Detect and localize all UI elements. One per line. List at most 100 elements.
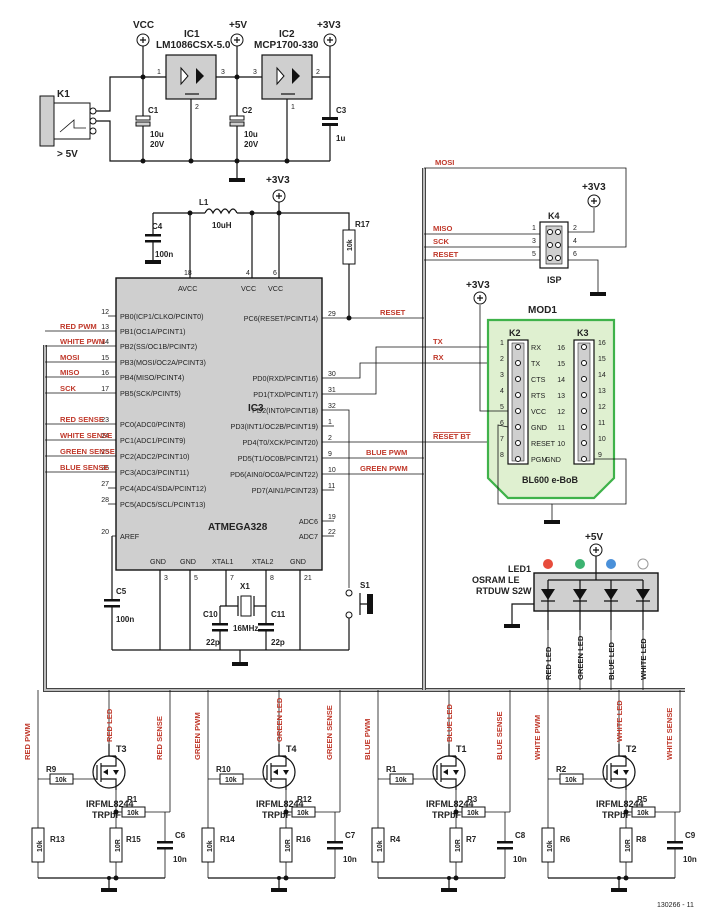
net-miso-isp: MISO <box>433 224 453 233</box>
ic3-bot-name-0: GND <box>150 557 166 566</box>
ic3-left-num-4: 16 <box>101 370 109 377</box>
driver-0-t: T3 <box>116 744 127 754</box>
ic2-pin-out: 2 <box>316 69 320 76</box>
k2-num-6: 6 <box>500 420 504 427</box>
led-dot-white <box>637 558 649 570</box>
signal-buses <box>43 168 685 692</box>
net-sck-left: SCK <box>60 384 77 393</box>
ic2-regulator: IC2 MCP1700-330 3 2 1 <box>253 29 320 161</box>
ic3-bot-name-2: XTAL1 <box>212 557 233 566</box>
ic3-left-name-0: PB0(ICP1/CLKO/PCINT0) <box>120 312 203 321</box>
k2-num-5: 5 <box>500 404 504 411</box>
ic3-left-name-10: PC4(ADC4/SDA/PCINT12) <box>120 484 206 493</box>
k3-num-14: 14 <box>557 377 565 384</box>
k3-num-16: 16 <box>557 345 565 352</box>
ic3-right-name-10: ADC7 <box>299 532 318 541</box>
k2-name-8: PGM <box>531 455 547 464</box>
driver-1-cv: 10n <box>343 855 357 864</box>
k2-name-2: TX <box>531 359 540 368</box>
c4-capacitor: C4 100n <box>145 213 173 264</box>
ic3-right-num-6: 9 <box>328 451 332 458</box>
figure-number: 130266 - 11 <box>657 902 694 909</box>
net-blue-sense: BLUE SENSE <box>60 463 109 472</box>
k3-ext-13: 13 <box>598 388 606 395</box>
k4-pin-4: 4 <box>573 238 577 245</box>
led1-ref: LED1 <box>508 564 531 574</box>
driver-2-part1: IRFML8244 <box>426 799 474 809</box>
driver-3-t: T2 <box>626 744 637 754</box>
ic3-ref: IC3 <box>248 403 264 414</box>
driver-2-rg: R1 <box>386 765 397 774</box>
ic3-left-num-9: 26 <box>101 465 109 472</box>
driver-0-rsv: 10k <box>127 810 139 817</box>
left-net-labels: RED PWM WHITE PWM MOSI MISO SCK RED SENS… <box>60 322 115 472</box>
p3v3-label-mod: +3V3 <box>466 280 490 291</box>
ic3-right-num-0: 29 <box>328 311 336 318</box>
driver-0-rgv: 10k <box>55 777 67 784</box>
c2-val2: 20V <box>244 140 259 149</box>
driver-3-c: C9 <box>685 831 696 840</box>
ic1-pin-gnd: 2 <box>195 104 199 111</box>
ic2-pin-gnd: 1 <box>291 104 295 111</box>
mcu-section: +3V3 L1 10uH C4 100n R17 10k <box>45 175 504 666</box>
driver-0-rb: R13 <box>50 835 65 844</box>
driver-1-pwm: GREEN PWM <box>193 712 202 760</box>
k4-pin-1: 1 <box>532 225 536 232</box>
mod1-name: BL600 e-BoB <box>522 475 579 485</box>
ic3-left-num-10: 27 <box>101 481 109 488</box>
ic3-right-num-9: 19 <box>328 514 336 521</box>
ic3-right-name-0: PC6(RESET/PCINT14) <box>244 314 318 323</box>
ic3-right-name-6: PD5(T1/OC0B/PCINT21) <box>238 454 318 463</box>
c1-val2: 20V <box>150 140 165 149</box>
led-dot-green <box>575 559 585 569</box>
ic3-bot-num-3: 8 <box>270 575 274 582</box>
ic3-top-num-2: 6 <box>273 270 277 277</box>
driver-2-rgv: 10k <box>395 777 407 784</box>
p5v-label-led: +5V <box>585 532 603 543</box>
k3-num-10: 10 <box>557 441 565 448</box>
c5-val: 100n <box>116 615 134 624</box>
ic3-part: ATMEGA328 <box>208 522 268 533</box>
ic3-bot-name-1: GND <box>180 557 196 566</box>
net-blue-pwm: BLUE PWM <box>366 448 407 457</box>
c1-val1: 10u <box>150 130 164 139</box>
driver-2-cv: 10n <box>513 855 527 864</box>
driver-1-rb: R14 <box>220 835 235 844</box>
k1-ref: K1 <box>57 89 70 100</box>
ic3-bot-num-0: 3 <box>164 575 168 582</box>
c2-capacitor: C2 10u 20V <box>229 77 259 161</box>
driver-0-c: C6 <box>175 831 186 840</box>
power-supply-section: K1 > 5V VCC C1 10u 20V IC1 L <box>39 20 347 182</box>
l1-val: 10uH <box>212 221 232 230</box>
ic3-right-name-8: PD7(AIN1/PCINT23) <box>252 486 318 495</box>
ic3-right-num-7: 10 <box>328 467 336 474</box>
led-diodes <box>541 580 650 612</box>
ic1-pin-in: 1 <box>157 69 161 76</box>
net-tx: TX <box>433 337 443 346</box>
k2-num-1: 1 <box>500 340 504 347</box>
ic3-left-name-11: PC5(ADC5/SCL/PCINT13) <box>120 500 205 509</box>
ic3-right-num-5: 2 <box>328 435 332 442</box>
ic3-left-num-11: 28 <box>101 497 109 504</box>
net-reset-mcu: RESET <box>380 308 406 317</box>
net-mosi-isp: MOSI <box>435 158 454 167</box>
driver-1-t: T4 <box>286 744 297 754</box>
ic3-top-num-0: 18 <box>184 270 192 277</box>
led1-part1: OSRAM LE <box>472 575 520 585</box>
x1-val: 16MHz <box>233 624 258 633</box>
ic3-right-name-3: PD2(INT0/PCINT18) <box>252 406 318 415</box>
driver-3-pwm: WHITE PWM <box>533 715 542 760</box>
r17-resistor: R17 10k <box>342 220 370 318</box>
k3-ext-11: 11 <box>598 420 605 427</box>
driver-3-rmv: 10R <box>625 839 632 852</box>
ic2-pin-in: 3 <box>253 69 257 76</box>
k2-ref: K2 <box>509 328 521 338</box>
driver-1-rbv: 10k <box>207 840 214 852</box>
driver-3-rbv: 10k <box>547 840 554 852</box>
ic3-left-name-5: PB5(SCK/PCINT5) <box>120 389 181 398</box>
